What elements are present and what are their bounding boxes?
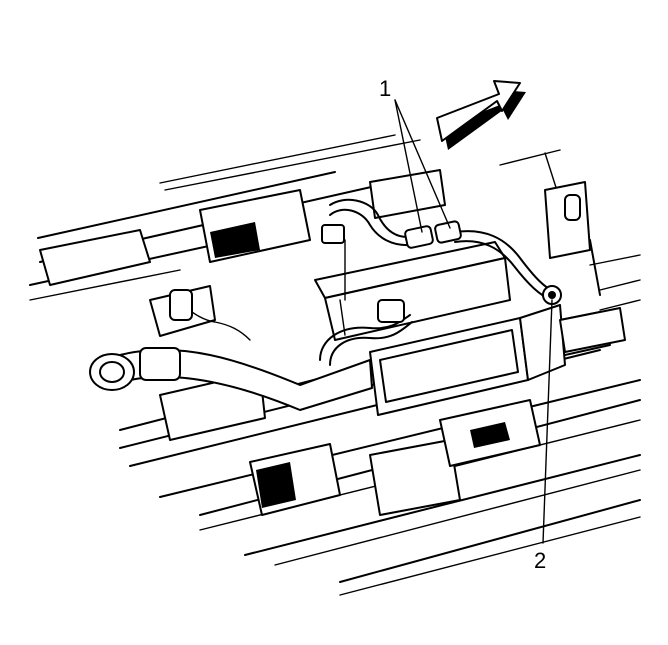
callout-2-label: 2 (534, 548, 546, 573)
harness-connectors (169, 220, 462, 323)
callout-1-label: 1 (379, 76, 391, 101)
exhaust-pipe (89, 347, 373, 411)
catalytic-converter (369, 304, 626, 416)
callout-leaders (394, 99, 553, 544)
exhaust-hanger-bracket (544, 181, 601, 296)
forward-direction-arrow (436, 80, 526, 150)
heat-shield-bracket (314, 239, 511, 341)
